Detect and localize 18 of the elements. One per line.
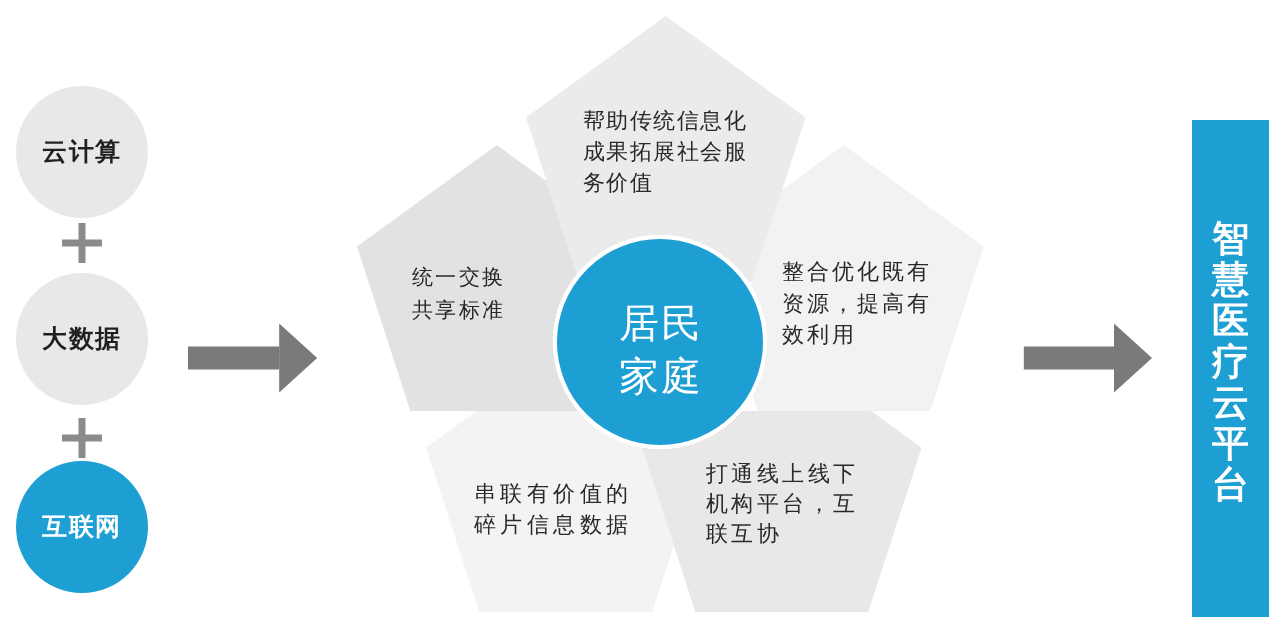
block-arrow [188,323,318,393]
petal-text: 打通线上线下机构平台，互联互协 [706,460,860,548]
topic-label: 大数据 [42,323,122,355]
platform-bar [1192,120,1269,617]
pentagon-petal [357,145,579,411]
topic-label: 云计算 [42,136,122,168]
pentagon-petal [426,410,674,612]
hub-label: 居民家庭 [618,299,704,401]
pentagon-petal [642,410,922,612]
pentagon-petal [526,16,806,282]
pentagon-petal [751,145,984,411]
topic-label: 互联网 [42,511,122,543]
petal-text: 整合优化既有资源，提高有效利用 [782,258,933,349]
block-arrow [1023,323,1152,393]
petal-text: 串联有价值的碎片信息数据 [474,480,634,539]
petal-text: 统一交换共享标准 [412,264,507,324]
platform-label: 智慧医疗云平台 [1212,218,1250,505]
petal-text: 帮助传统信息化成果拓展社会服务价值 [583,107,749,197]
